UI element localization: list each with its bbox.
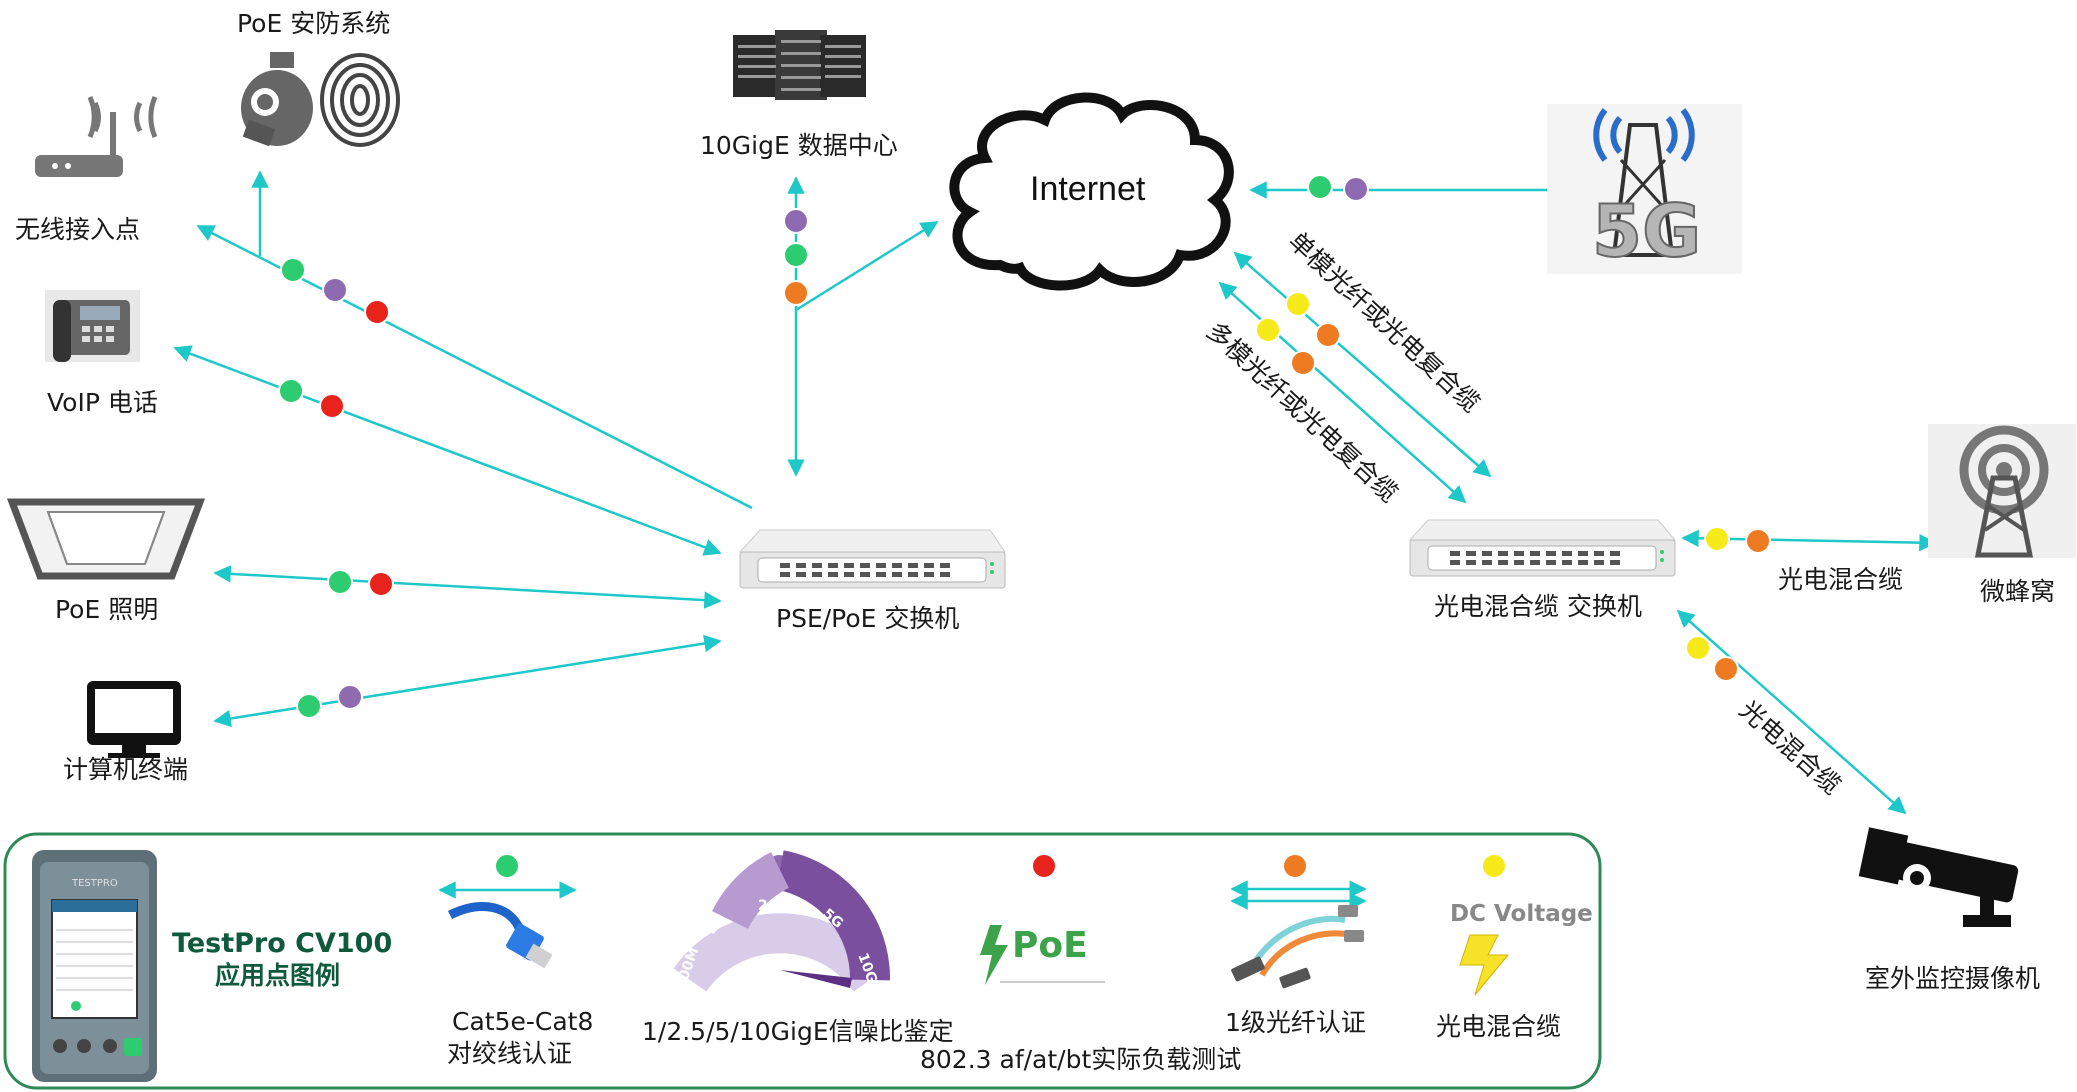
lightning-icon	[1459, 934, 1510, 996]
dot-green	[1307, 174, 1333, 200]
node-label-poe-switch: PSE/PoE 交换机	[776, 604, 959, 633]
dot-orange	[783, 280, 809, 306]
legend-panel: TESTPRO TestPro CV100 应用点图例 Cat5e-Cat8 对…	[3, 832, 1602, 1090]
node-label-hybrid-switch: 光电混合缆 交换机	[1434, 592, 1642, 621]
node-label-computer: 计算机终端	[63, 755, 188, 784]
dot-orange	[1315, 322, 1341, 348]
dot-orange	[1745, 528, 1771, 554]
link-branch-internet	[795, 220, 939, 312]
legend-label-orange: 1级光纤认证	[1225, 1008, 1366, 1037]
device-brand: TESTPRO	[71, 878, 118, 889]
5g-tower-icon: 5G	[1547, 104, 1742, 274]
legend-label-purple: 1/2.5/5/10GigE信噪比鉴定	[642, 1017, 954, 1046]
link-switch-computer	[213, 634, 722, 728]
small-cell-tower-icon	[1928, 424, 2076, 558]
legend-subtitle: 应用点图例	[215, 961, 340, 990]
dot-purple	[337, 684, 363, 710]
ethernet-cable-icon	[447, 902, 553, 969]
link-switch-lighting	[213, 565, 722, 609]
node-label-datacenter: 10GigE 数据中心	[700, 131, 898, 160]
dome-camera-icon	[241, 52, 313, 147]
dot-green	[296, 693, 322, 719]
wireless-router-icon	[35, 96, 158, 177]
poe-logo-text: PoE	[1012, 925, 1088, 966]
link-label-hybrid-cell: 光电混合缆	[1778, 565, 1903, 594]
legend-label-yellow: 光电混合缆	[1436, 1012, 1561, 1041]
hybrid-switch-icon	[1408, 519, 1677, 577]
legend-label-green-2: 对绞线认证	[447, 1039, 572, 1068]
dot-green	[327, 569, 353, 595]
5g-label: 5G	[1592, 189, 1701, 273]
legend-title: TestPro CV100	[172, 928, 392, 959]
dot-yellow	[1685, 635, 1711, 661]
node-label-outdoor-camera: 室外监控摄像机	[1865, 964, 2040, 993]
dot-red	[319, 393, 345, 419]
legend-dot-green	[494, 853, 520, 879]
link-switch-voip	[173, 345, 722, 556]
legend-label-red: 802.3 af/at/bt实际负载测试	[920, 1045, 1241, 1074]
dot-green	[280, 257, 306, 283]
dot-green	[278, 378, 304, 404]
gauge-tick-2-5g: 2.5G	[758, 898, 794, 914]
speed-gauge-icon: 100M 1G 2.5G 5G 10G	[673, 850, 890, 992]
legend-dot-orange	[1282, 853, 1308, 879]
dot-orange	[1713, 656, 1739, 682]
fiber-connector-icon	[1231, 905, 1364, 989]
legend-dot-red	[1031, 853, 1057, 879]
node-label-poe-lighting: PoE 照明	[55, 595, 158, 624]
ceiling-light-icon	[6, 498, 206, 580]
cloud-icon	[949, 92, 1234, 291]
dot-yellow	[1285, 291, 1311, 317]
legend-dot-yellow	[1481, 853, 1507, 879]
dot-yellow	[1255, 317, 1281, 343]
dot-green	[783, 242, 809, 268]
link-label-multi-mode: 多模光纤或光电复合缆	[1201, 316, 1404, 508]
legend-label-green-1: Cat5e-Cat8	[452, 1007, 593, 1036]
internet-label: Internet	[1030, 170, 1146, 208]
dot-red	[364, 299, 390, 325]
poe-switch-icon	[738, 529, 1006, 589]
node-label-small-cell: 微蜂窝	[1980, 577, 2055, 606]
dc-voltage-label: DC Voltage	[1450, 901, 1593, 927]
application-dots	[278, 174, 1771, 719]
node-label-poe-security: PoE 安防系统	[237, 9, 390, 38]
node-label-voip: VoIP 电话	[47, 388, 158, 417]
fingerprint-icon	[320, 53, 400, 147]
node-label-wireless-ap: 无线接入点	[15, 215, 140, 244]
security-camera-icon	[1858, 827, 2019, 927]
dot-orange	[1290, 350, 1316, 376]
testpro-device-icon: TESTPRO	[32, 850, 157, 1082]
dot-red	[368, 571, 394, 597]
voip-phone-icon	[45, 290, 140, 362]
link-hybrid-camera	[1676, 609, 1907, 815]
poe-logo-icon: PoE	[980, 925, 1105, 985]
dot-purple	[783, 208, 809, 234]
computer-monitor-icon	[87, 681, 181, 758]
dot-purple	[322, 277, 348, 303]
dot-purple	[1343, 176, 1369, 202]
server-rack-icon	[733, 30, 866, 100]
dot-yellow	[1704, 526, 1730, 552]
